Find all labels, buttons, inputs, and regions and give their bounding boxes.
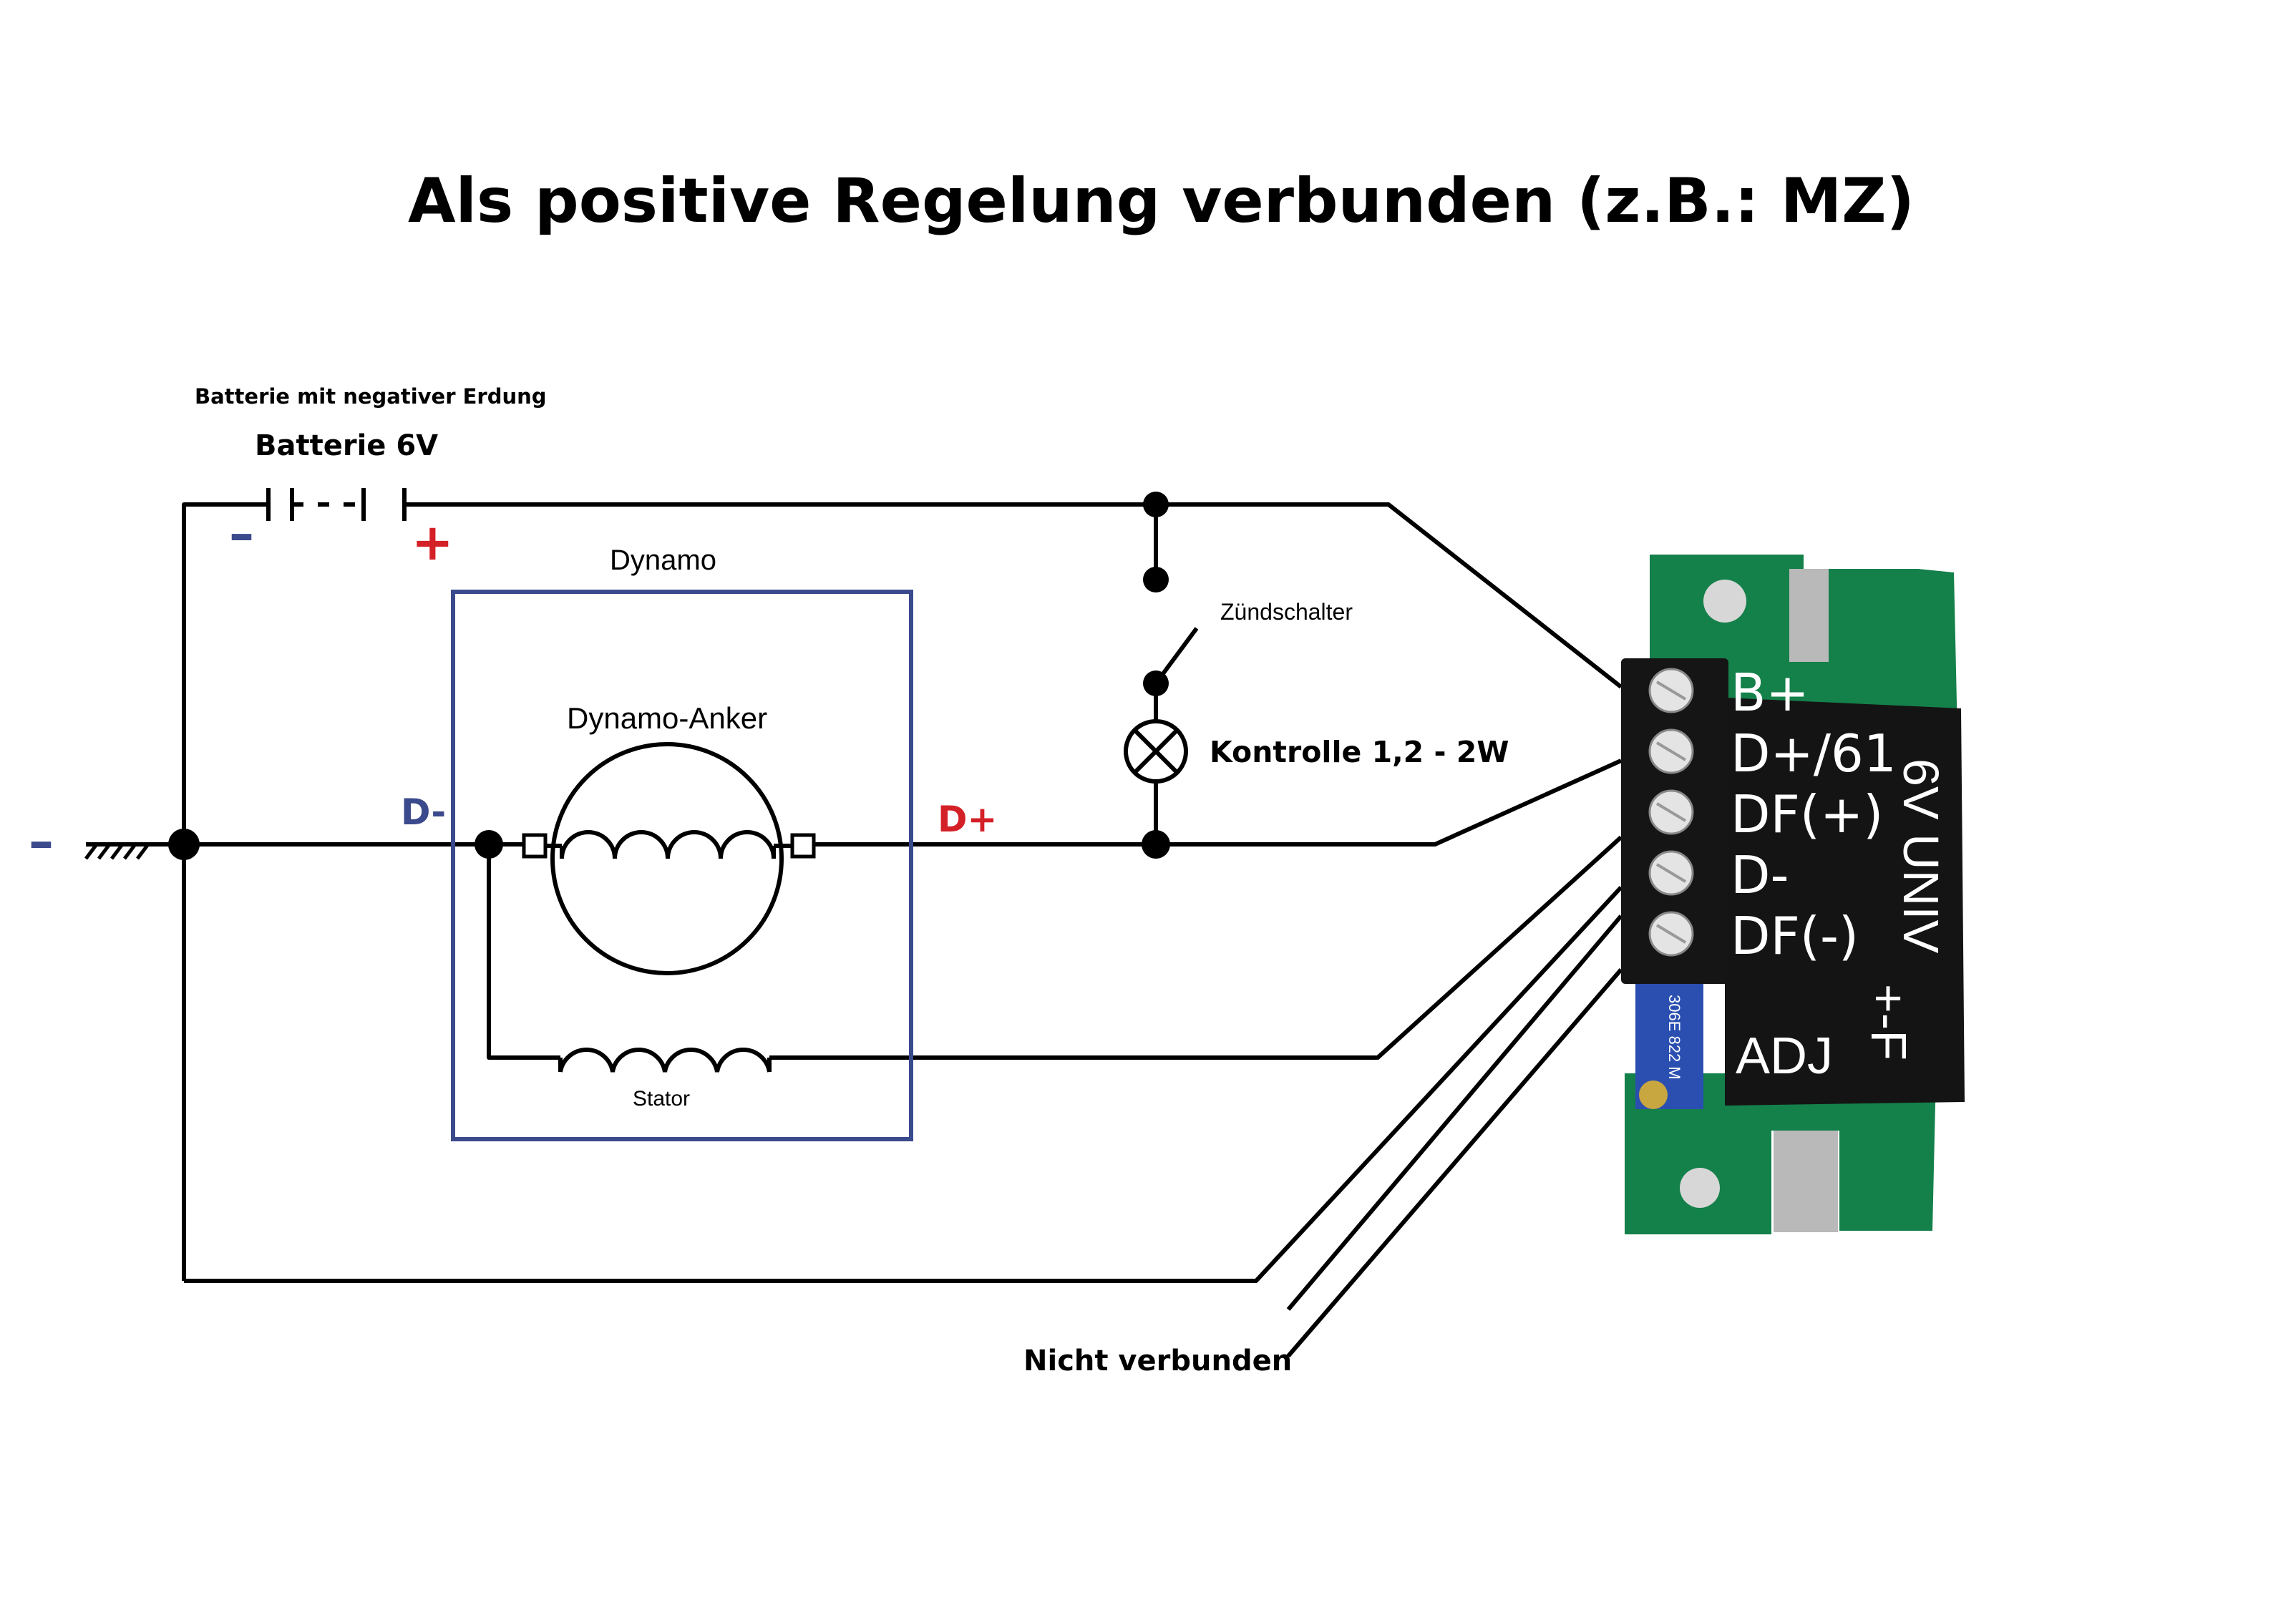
- terminal-screw-slot: [1655, 741, 1687, 761]
- wire-ground-dminus-reg: [184, 885, 1623, 1283]
- terminal-screws: [1648, 668, 1694, 957]
- not-connected-label: Nicht verbunden: [1023, 1345, 1292, 1377]
- regulator-potting: [1725, 698, 1965, 1106]
- battery-label: Batterie 6V: [255, 429, 438, 462]
- armature-label: Dynamo-Anker: [567, 701, 767, 735]
- brush-right: [790, 833, 816, 859]
- wires: [86, 502, 1623, 1357]
- battery-symbol: [266, 488, 407, 521]
- terminal-label: D+/61: [1731, 723, 1897, 784]
- armature-coil: [545, 830, 792, 859]
- battery-subtitle: Batterie mit negativer Erdung: [195, 384, 547, 409]
- ground-minus-sign: –: [29, 812, 54, 871]
- wire-dminus-stator: [487, 844, 560, 1060]
- ground-symbol-icon: [84, 842, 150, 860]
- dynamo-box: [451, 590, 913, 1141]
- ignition-label: Zündschalter: [1220, 599, 1353, 625]
- regulator-side-label: 6V UNIV: [1893, 758, 1949, 954]
- battery-plus-sign: +: [412, 513, 454, 572]
- diagram-title: Als positive Regelung verbunden (z.B.: M…: [408, 165, 1915, 237]
- terminal-screw-slot: [1655, 863, 1687, 883]
- dplus-label: D+: [938, 799, 997, 840]
- stator-label: Stator: [633, 1087, 690, 1111]
- wire-nc-leader: [1286, 968, 1623, 1357]
- lamp-icon: [1124, 719, 1188, 784]
- terminal-label: B+: [1731, 663, 1809, 723]
- terminal-label: D-: [1731, 845, 1789, 905]
- wire-dplus: [814, 758, 1623, 847]
- wire-ground-rail: [182, 502, 268, 1281]
- regulator-adj-label: ADJ: [1736, 1028, 1833, 1085]
- dynamo-label: Dynamo: [610, 545, 716, 576]
- wire-battery-plus: [404, 502, 1623, 689]
- stator-coil: [558, 1048, 772, 1073]
- wire-df-minus-nc: [1286, 914, 1623, 1311]
- terminal-screw-slot: [1655, 924, 1687, 944]
- brush-left: [522, 833, 548, 859]
- regulator-polarity-label: +-F: [1861, 984, 1917, 1060]
- dminus-label: D-: [401, 791, 446, 833]
- lamp-label: Kontrolle 1,2 - 2W: [1210, 735, 1509, 769]
- armature-circle: [550, 742, 784, 975]
- terminal-label: DF(-): [1731, 906, 1859, 966]
- battery-minus-sign: –: [229, 504, 254, 563]
- wire-stator-df: [769, 835, 1623, 1060]
- junction-dots: [168, 492, 1170, 860]
- mount-hole-bottom: [1680, 1168, 1720, 1208]
- terminal-label: DF(+): [1731, 784, 1883, 844]
- mount-hole-top: [1703, 580, 1746, 623]
- terminal-screw-slot: [1655, 681, 1687, 701]
- trimmer-text: 306E 822 M: [1665, 995, 1683, 1080]
- terminal-screw-slot: [1655, 802, 1687, 822]
